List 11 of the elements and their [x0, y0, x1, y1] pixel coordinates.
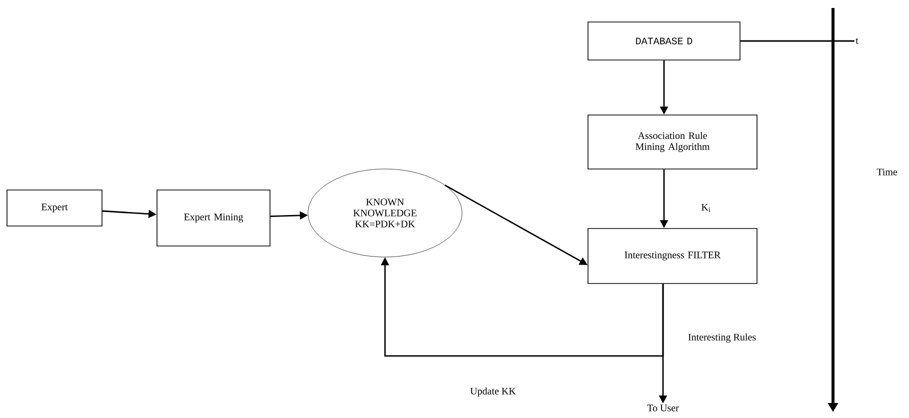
terminal-text: t — [856, 38, 858, 44]
edge-label: Interesting Rules — [687, 332, 758, 344]
edge-label: K$_{i}$ — [700, 202, 712, 214]
process-box: Expert — [6, 190, 102, 226]
process-box: Association Rule Mining Algorithm — [588, 114, 758, 170]
axis-label: Time — [876, 168, 898, 176]
process-box: Interestingness FILTER — [588, 228, 758, 284]
terminal-text: To User — [647, 404, 679, 412]
process-box: Expert Mining — [156, 190, 270, 246]
process-box: DATABASE D — [588, 22, 740, 60]
edge-label: Update KK — [469, 386, 517, 398]
